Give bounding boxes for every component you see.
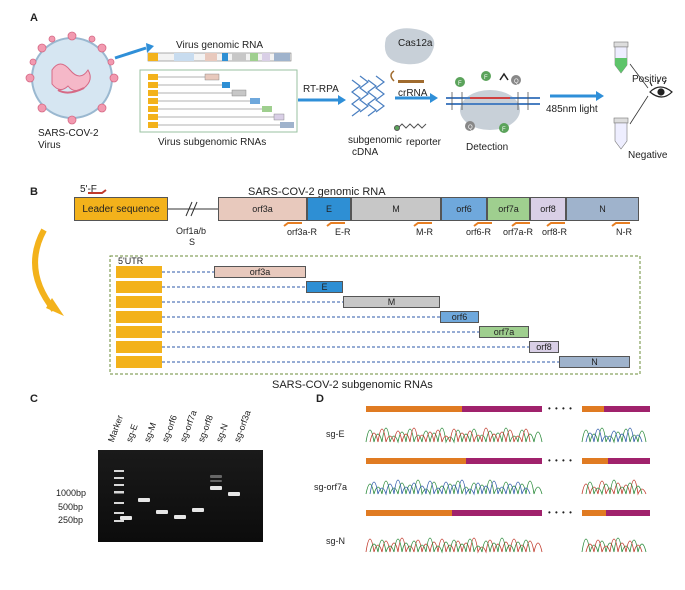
virus-label-line1: SARS-COV-2 — [38, 128, 99, 139]
reporter-icon — [394, 123, 427, 131]
lane-label-sg-n: sg-N — [214, 422, 230, 444]
detection-complex-icon: F F Q Q F — [446, 71, 540, 133]
eye-icon — [649, 79, 673, 98]
svg-text:Q: Q — [514, 79, 519, 85]
sub-orf3a: orf3a — [214, 266, 306, 278]
primer-f-label: 5'-F — [80, 184, 97, 195]
sequence-gap-ellipsis-row3: • • • • — [548, 508, 573, 517]
leader-sequence-box: Leader sequence — [74, 197, 168, 221]
sub-orf7a: orf7a — [479, 326, 529, 338]
panel-d-chromatograms — [365, 406, 650, 554]
lane-label-sg-orf8: sg-orf8 — [196, 413, 215, 444]
lane-label-sg-m: sg-M — [142, 421, 159, 444]
lane-label-sg-e: sg-E — [124, 422, 140, 444]
genome-title: SARS-COV-2 genomic RNA — [248, 186, 386, 198]
gene-orf3a: orf3a — [218, 197, 307, 221]
sub-orf8: orf8 — [529, 341, 559, 353]
gene-n: N — [566, 197, 639, 221]
rt-rpa-label: RT-RPA — [303, 84, 339, 95]
ladder-1000bp: 1000bp — [56, 488, 87, 498]
sub-e: E — [306, 281, 343, 293]
reporter-label: reporter — [406, 137, 442, 148]
gene-e: E — [307, 197, 351, 221]
gene-orf8: orf8 — [530, 197, 566, 221]
crrna-label: crRNA — [398, 88, 428, 99]
primer-orf8-r: orf8-R — [542, 227, 568, 237]
negative-tube-icon — [613, 117, 629, 150]
panel-label-c: C — [30, 393, 38, 405]
s-gene-label: S — [189, 237, 196, 247]
panel-label-b: B — [30, 186, 38, 198]
sub-m: M — [343, 296, 440, 308]
lane-label-sg-orf6: sg-orf6 — [160, 413, 179, 444]
subgenomic-leader-stack — [116, 266, 162, 368]
lane-labels: Marker sg-E sg-M sg-orf6 sg-orf7a sg-orf… — [106, 408, 270, 444]
cdna-label-line1: subgenomic — [348, 135, 402, 146]
chromatogram-sg-orf7a — [365, 458, 650, 496]
gene-orf6: orf6 — [441, 197, 487, 221]
panel-label-d: D — [316, 393, 324, 405]
primer-orf6-r: orf6-R — [466, 227, 492, 237]
detection-label: Detection — [466, 142, 509, 153]
primer-orf7a-r: orf7a-R — [503, 227, 534, 237]
genomic-rna-bar — [147, 52, 292, 62]
svg-text:F: F — [458, 81, 462, 87]
sequence-gap-ellipsis-row1: • • • • — [548, 404, 573, 413]
positive-label: Positive — [632, 74, 668, 85]
sub-n: N — [559, 356, 630, 368]
lane-label-sg-orf3a: sg-orf3a — [232, 408, 253, 444]
sequence-row-label-sg-orf7a: sg-orf7a — [314, 482, 348, 492]
virus-icon — [25, 31, 119, 125]
primer-m-r: M-R — [416, 227, 433, 237]
primer-orf3a-r: orf3a-R — [287, 227, 318, 237]
cdna-label-line2: cDNA — [352, 147, 379, 158]
positive-tube-icon — [613, 41, 629, 74]
svg-text:Q: Q — [468, 125, 473, 131]
primer-n-r: N-R — [616, 227, 632, 237]
primer-e-r: E-R — [335, 227, 351, 237]
cdna-icon — [351, 75, 385, 117]
sequence-row-label-sg-e: sg-E — [326, 429, 345, 439]
gene-orf7a: orf7a — [487, 197, 530, 221]
ladder-500bp: 500bp — [58, 502, 84, 512]
cas12a-label: Cas12a — [398, 38, 433, 49]
subgenomic-title: SARS-COV-2 subgenomic RNAs — [272, 379, 433, 391]
panel-label-a: A — [30, 12, 38, 24]
ladder-250bp: 250bp — [58, 515, 84, 525]
reverse-primer-arrows — [283, 222, 630, 227]
orf1ab-label: Orf1a/b — [176, 226, 207, 236]
gel-image — [98, 450, 263, 542]
svg-text:F: F — [502, 127, 506, 133]
lane-label-marker: Marker — [106, 413, 125, 444]
panel-a-graphics: F F Q Q F — [25, 28, 673, 150]
chromatogram-sg-n — [365, 510, 650, 554]
cas12a-icon — [384, 28, 435, 65]
gene-m: M — [351, 197, 441, 221]
sequence-row-label-sg-n: sg-N — [326, 536, 346, 546]
subgenomic-rnas-label: Virus subgenomic RNAs — [158, 137, 267, 148]
chromatogram-sg-e — [365, 406, 650, 444]
utr-label: 5'UTR — [118, 256, 144, 266]
light-label: 485nm light — [546, 104, 598, 115]
curved-arrow-icon — [32, 228, 57, 312]
svg-text:F: F — [484, 75, 488, 81]
sub-orf6: orf6 — [440, 311, 479, 323]
virus-label-line2: Virus — [38, 140, 61, 151]
sequence-gap-ellipsis-row2: • • • • — [548, 456, 573, 465]
negative-label: Negative — [628, 150, 668, 161]
genomic-rna-label: Virus genomic RNA — [176, 40, 264, 51]
subgenomic-rna-stack — [139, 69, 298, 133]
panel-b-graphics — [32, 189, 641, 375]
crrna-icon — [390, 70, 424, 83]
